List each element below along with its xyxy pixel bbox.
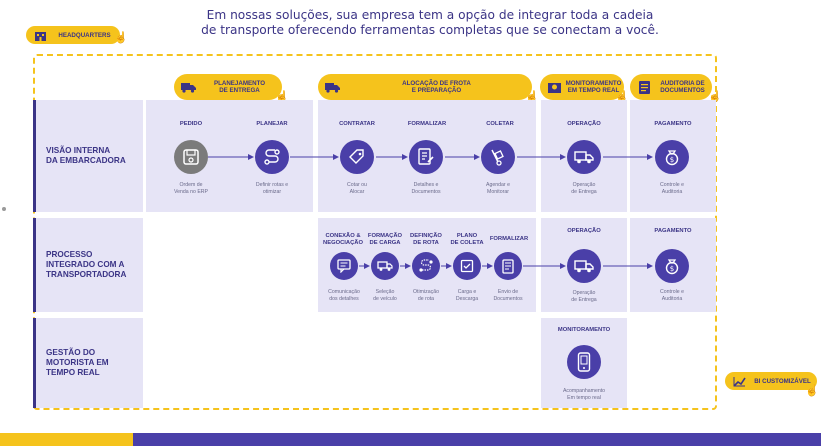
step-circle-plano[interactable] [453, 252, 481, 280]
step-sub-pagamento-2: Controle e Auditoria [660, 289, 684, 302]
money-bag-icon: $ [665, 259, 679, 275]
step-title-formalizar: FORMALIZAR [407, 121, 447, 127]
alocacao-label: ALOCAÇÃO DE FROTA E PREPARAÇÃO [402, 80, 471, 94]
step-title-coletar: COLETAR [486, 121, 514, 127]
truck-box-icon [180, 79, 197, 96]
hand-truck-icon [491, 149, 504, 166]
document-edit-icon [418, 148, 434, 165]
decorative-dot [2, 207, 6, 211]
step-circle-monitoramento[interactable] [567, 345, 601, 379]
map-pin-icon [546, 79, 563, 96]
step-circle-pagamento-2[interactable]: $ [655, 249, 689, 283]
step-sub-pagamento-1: Controle e Auditoria [660, 182, 684, 195]
header-line-2: de transporte oferecendo ferramentas com… [201, 23, 659, 37]
save-icon [183, 149, 199, 165]
step-sub-contratar: Cotar ou Alocar [347, 182, 367, 195]
truck-icon [574, 260, 594, 273]
headquarters-label: HEADQUARTERS [58, 31, 111, 39]
step-sub-coletar: Agendar e Monitorar [486, 182, 510, 195]
step-sub-formalizar-2: Envio de Documentos [493, 289, 523, 302]
hand-pointer-icon: ☝ [805, 385, 819, 397]
truck-icon [377, 261, 393, 271]
bi-customizavel-label: BI CUSTOMIZÁVEL [754, 377, 811, 385]
monitoramento-label: MONITORAMENTO EM TEMPO REAL [565, 80, 622, 94]
step-sub-conexao: Comunicação dos detalhes [328, 289, 360, 302]
svg-text:$: $ [670, 156, 674, 164]
step-title-pagamento-1: PAGAMENTO [654, 121, 692, 127]
step-title-pedido: PEDIDO [179, 121, 203, 127]
document-icon [502, 258, 514, 274]
hand-pointer-icon: ☝ [708, 91, 722, 103]
truck-icon [324, 79, 341, 96]
svg-text:$: $ [670, 265, 674, 273]
step-sub-formalizar: Detalhes e Documentos [411, 182, 441, 195]
monitoramento-tag[interactable]: MONITORAMENTO EM TEMPO REAL [540, 74, 624, 100]
planejamento-tag[interactable]: PLANEJAMENTO DE ENTREGA [174, 74, 282, 100]
step-title-operacao-1: OPERAÇÃO [567, 121, 601, 127]
step-circle-pagamento-1[interactable]: $ [655, 140, 689, 174]
step-circle-planejar[interactable] [255, 140, 289, 174]
alocacao-tag[interactable]: ALOCAÇÃO DE FROTA E PREPARAÇÃO [318, 74, 532, 100]
row-label-motorista: GESTÃO DO MOTORISTA EM TEMPO REAL [33, 318, 143, 408]
step-sub-definicao: Otimização de rota [413, 289, 439, 302]
step-circle-coletar[interactable] [481, 140, 515, 174]
step-sub-planejar: Definir rotas e otimizar [255, 182, 289, 195]
phone-icon [577, 352, 591, 372]
step-title-contratar: CONTRATAR [339, 121, 375, 127]
step-title-definicao: DEFINIÇÃO DE ROTA [410, 233, 442, 246]
money-bag-icon: $ [665, 150, 679, 166]
step-title-monitoramento: MONITORAMENTO [557, 327, 611, 333]
auditoria-label: AUDITORIA DE DOCUMENTOS [660, 80, 705, 94]
document-icon [636, 79, 653, 96]
hand-pointer-icon: ☝ [615, 91, 629, 103]
bi-customizavel-tag[interactable]: BI CUSTOMIZÁVEL [725, 372, 817, 390]
step-sub-operacao-2: Operação de Entrega [571, 290, 597, 303]
step-title-formacao: FORMAÇÃO DE CARGA [367, 233, 403, 246]
step-circle-pedido[interactable] [174, 140, 208, 174]
route-icon [419, 259, 433, 272]
step-circle-formalizar-2[interactable] [494, 252, 522, 280]
step-title-operacao-2: OPERAÇÃO [567, 228, 601, 234]
hand-pointer-icon: ☝ [114, 32, 128, 44]
planejamento-label: PLANEJAMENTO DE ENTREGA [213, 80, 266, 94]
chat-icon [337, 259, 351, 273]
step-circle-definicao[interactable] [412, 252, 440, 280]
header-line-1: Em nossas soluções, sua empresa tem a op… [206, 8, 654, 22]
hand-pointer-icon: ☝ [525, 91, 539, 103]
truck-icon [574, 151, 594, 164]
step-sub-operacao-1: Operação de Entrega [571, 182, 597, 195]
chart-up-icon [731, 373, 748, 390]
step-circle-operacao-2[interactable] [567, 249, 601, 283]
step-title-pagamento-2: PAGAMENTO [654, 228, 692, 234]
building-icon [32, 27, 49, 44]
step-circle-formalizar[interactable] [409, 140, 443, 174]
step-circle-conexao[interactable] [330, 252, 358, 280]
step-title-conexao: CONEXÃO & NEGOCIAÇÃO [323, 233, 363, 246]
step-title-formalizar-2: FORMALIZAR [489, 236, 529, 242]
footer-bar-yellow [0, 433, 133, 446]
step-sub-plano: Carga e Descarga [455, 289, 479, 302]
row-label-transportadora: PROCESSO INTEGRADO COM A TRANSPORTADORA [33, 218, 143, 312]
hand-pointer-icon: ☝ [275, 91, 289, 103]
headquarters-tag[interactable]: HEADQUARTERS [26, 26, 120, 44]
box-icon [460, 259, 474, 273]
step-circle-contratar[interactable] [340, 140, 374, 174]
tag-icon [349, 149, 364, 164]
route-icon [264, 149, 280, 165]
step-sub-monitoramento: Acompanhamento Em tempo real [562, 388, 606, 401]
auditoria-tag[interactable]: AUDITORIA DE DOCUMENTOS [630, 74, 712, 100]
step-title-plano: PLANO DE COLETA [450, 233, 484, 246]
step-sub-pedido: Ordem de Venda no ERP [173, 182, 209, 195]
step-circle-operacao-1[interactable] [567, 140, 601, 174]
header-text: Em nossas soluções, sua empresa tem a op… [150, 8, 710, 38]
step-title-planejar: PLANEJAR [256, 121, 288, 127]
footer-bar-purple [133, 433, 821, 446]
row-label-embarcadora: VISÃO INTERNA DA EMBARCADORA [33, 100, 143, 212]
step-sub-formacao: Seleção de veículo [373, 289, 397, 302]
step-circle-formacao[interactable] [371, 252, 399, 280]
